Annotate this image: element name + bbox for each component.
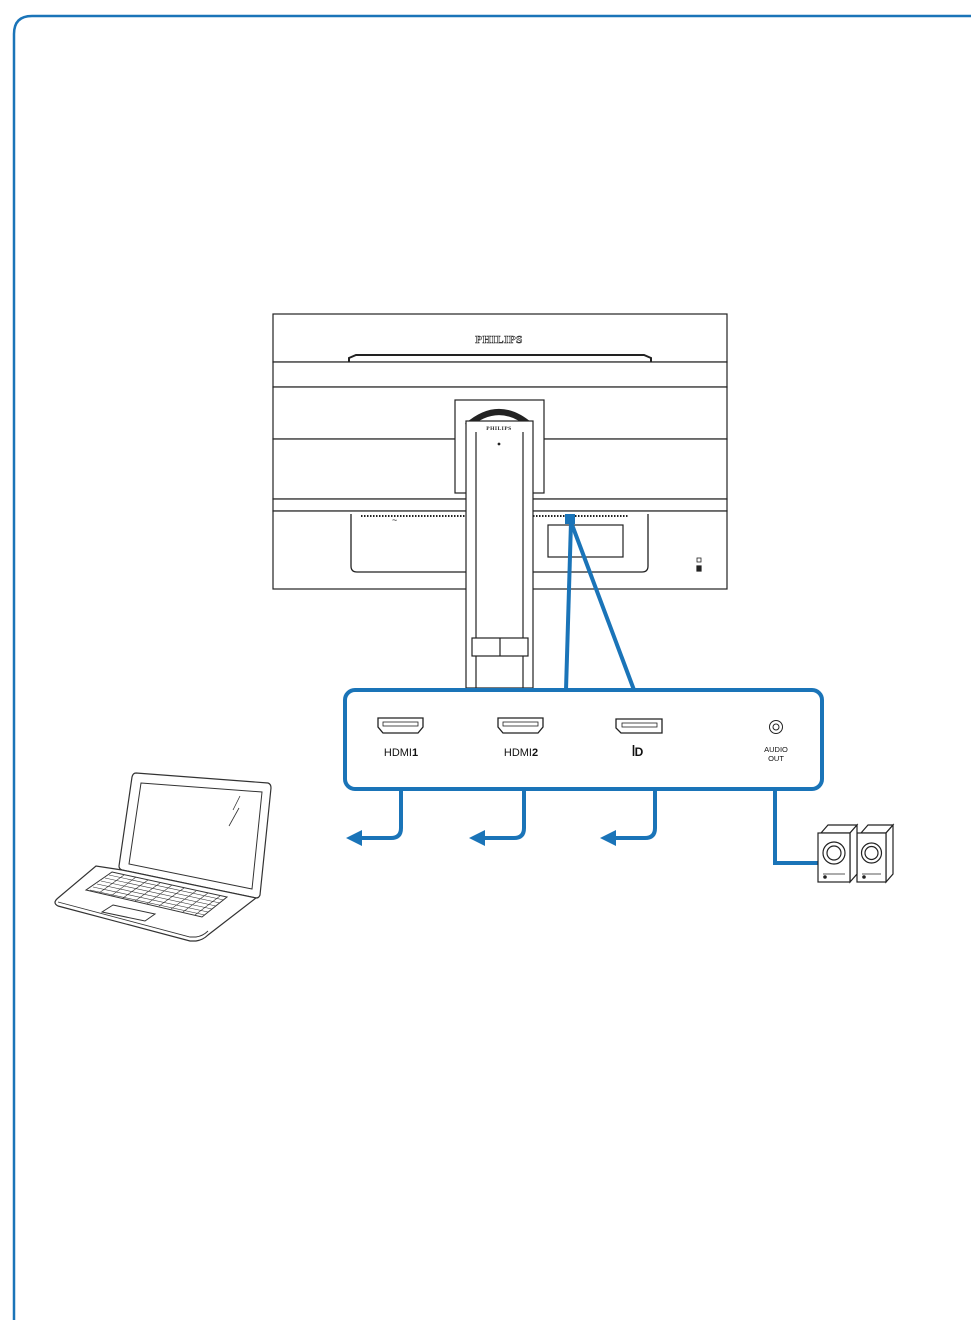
hdmi1-label-prefix: HDMI	[384, 747, 412, 759]
displayport-port-icon	[615, 718, 663, 734]
audio-out-connection-line	[773, 789, 823, 865]
displayport-connection-arrow	[600, 789, 657, 846]
svg-text:HDMI2: HDMI2	[504, 747, 538, 759]
hdmi2-port: HDMI2	[497, 717, 544, 759]
arrow-left-icon	[600, 830, 616, 846]
audio-out-port: AUDIO OUT	[764, 720, 788, 763]
page-frame	[12, 14, 971, 1320]
hdmi2-label-prefix: HDMI	[504, 747, 532, 759]
arrow-left-icon	[469, 830, 485, 846]
kensington-lock-icon	[696, 557, 702, 572]
power-symbol-icon: ~	[392, 515, 397, 525]
hdmi1-port: HDMI1	[377, 717, 424, 759]
speakers-icon	[817, 823, 895, 884]
hdmi2-connection-arrow	[469, 789, 526, 846]
svg-text:HDMI1: HDMI1	[384, 747, 418, 759]
laptop-icon	[54, 772, 272, 942]
displayport-port: D	[615, 718, 663, 759]
hdmi-port-icon	[377, 717, 424, 734]
hdmi1-label-number: 1	[412, 747, 418, 759]
speaker-left	[817, 823, 859, 884]
speaker-right	[856, 823, 895, 884]
arrow-left-icon	[346, 830, 362, 846]
stand-brand-label: PHILIPS	[486, 426, 512, 432]
laptop-keyboard	[84, 871, 229, 918]
hdmi1-connection-arrow	[346, 789, 403, 846]
monitor-rear-view: ~ PHILIPS	[272, 313, 728, 689]
monitor-brand-label: PHILIPS	[475, 334, 523, 346]
monitor-panel-band	[272, 361, 728, 388]
audio-out-label-line2: OUT	[768, 754, 784, 763]
monitor-vent-slot	[348, 354, 652, 362]
displayport-symbol: D	[635, 745, 644, 759]
port-callout-box	[343, 688, 824, 791]
audio-out-label-line1: AUDIO	[764, 745, 788, 754]
callout-pointer	[565, 514, 575, 524]
hdmi2-label-number: 2	[532, 747, 538, 759]
hdmi-port-icon	[497, 717, 544, 734]
laptop-trackpad	[100, 904, 157, 922]
io-sub-panel	[547, 524, 624, 558]
audio-jack-icon	[769, 720, 783, 734]
callout-leader	[564, 521, 636, 691]
